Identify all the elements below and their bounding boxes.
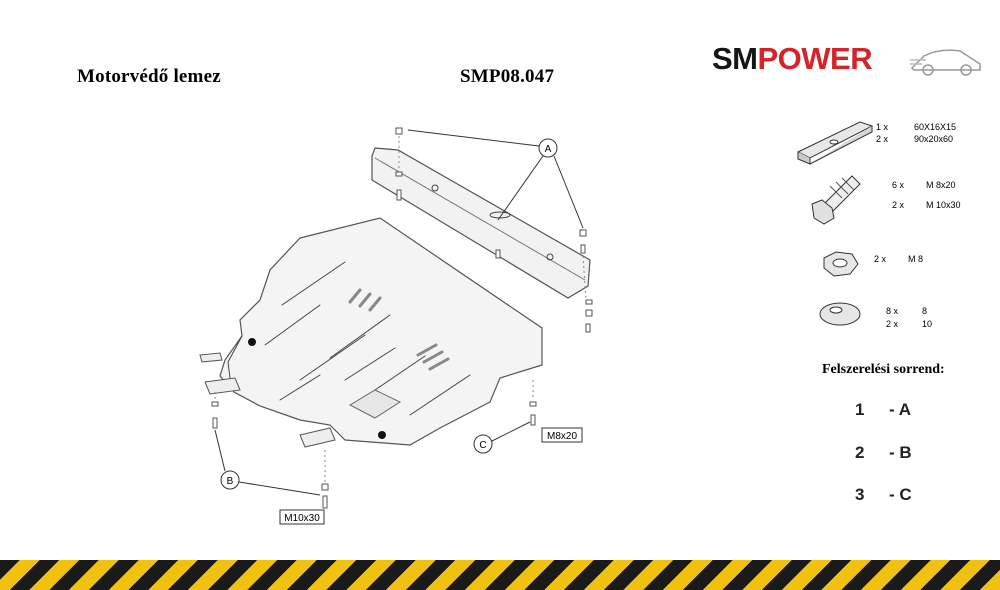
hex-nut-icon [823, 251, 859, 277]
car-silhouette-icon [910, 49, 981, 76]
smpower-logo: SMPOWER [712, 42, 982, 80]
label-m8x20: M8x20 [547, 431, 577, 442]
bracket-plate-icon [796, 121, 874, 165]
product-code: SMP08.047 [460, 66, 555, 87]
bolt-icon [811, 175, 861, 225]
part3-qty1: 2 x [874, 254, 887, 264]
part1-qty1: 1 x [876, 122, 889, 132]
label-m10x30: M10x30 [284, 513, 320, 524]
callout-b: B [227, 476, 234, 487]
part4-spec1: 8 [922, 306, 927, 316]
part4-spec2: 10 [922, 319, 932, 329]
part3-spec1: M 8 [908, 254, 923, 264]
part4-qty1: 8 x [886, 306, 899, 316]
part1-spec1: 60X16X15 [914, 122, 956, 132]
skid-plate [219, 217, 543, 446]
logo-text-red: POWER [757, 41, 873, 76]
part2-qty2: 2 x [892, 200, 905, 210]
part2-spec2: M 10x30 [926, 200, 961, 210]
assembly-diagram: A B C M8x20 M10x30 [199, 127, 593, 525]
product-title: Motorvédő lemez [77, 66, 221, 87]
washer-icon [819, 302, 861, 326]
part2-qty1: 6 x [892, 180, 905, 190]
fastener-stack [211, 127, 593, 509]
assembly-order-row: 1- A [855, 400, 912, 419]
callout-a: A [545, 144, 552, 155]
assembly-order-row: 2- B [855, 443, 912, 462]
assembly-order-row: 3- C [855, 485, 912, 504]
part1-spec2: 90x20x60 [914, 134, 953, 144]
part2-spec1: M 8x20 [926, 180, 956, 190]
assembly-order-title: Felszerelési sorrend: [822, 362, 945, 377]
parts-list: 1 x 2 x 60X16X15 90x20x60 6 x 2 x M 8x20… [796, 121, 961, 329]
callout-c: C [479, 440, 486, 451]
hazard-stripe [0, 560, 1000, 590]
part4-qty2: 2 x [886, 319, 899, 329]
part1-qty2: 2 x [876, 134, 889, 144]
logo-text-dark: SM [712, 41, 758, 76]
